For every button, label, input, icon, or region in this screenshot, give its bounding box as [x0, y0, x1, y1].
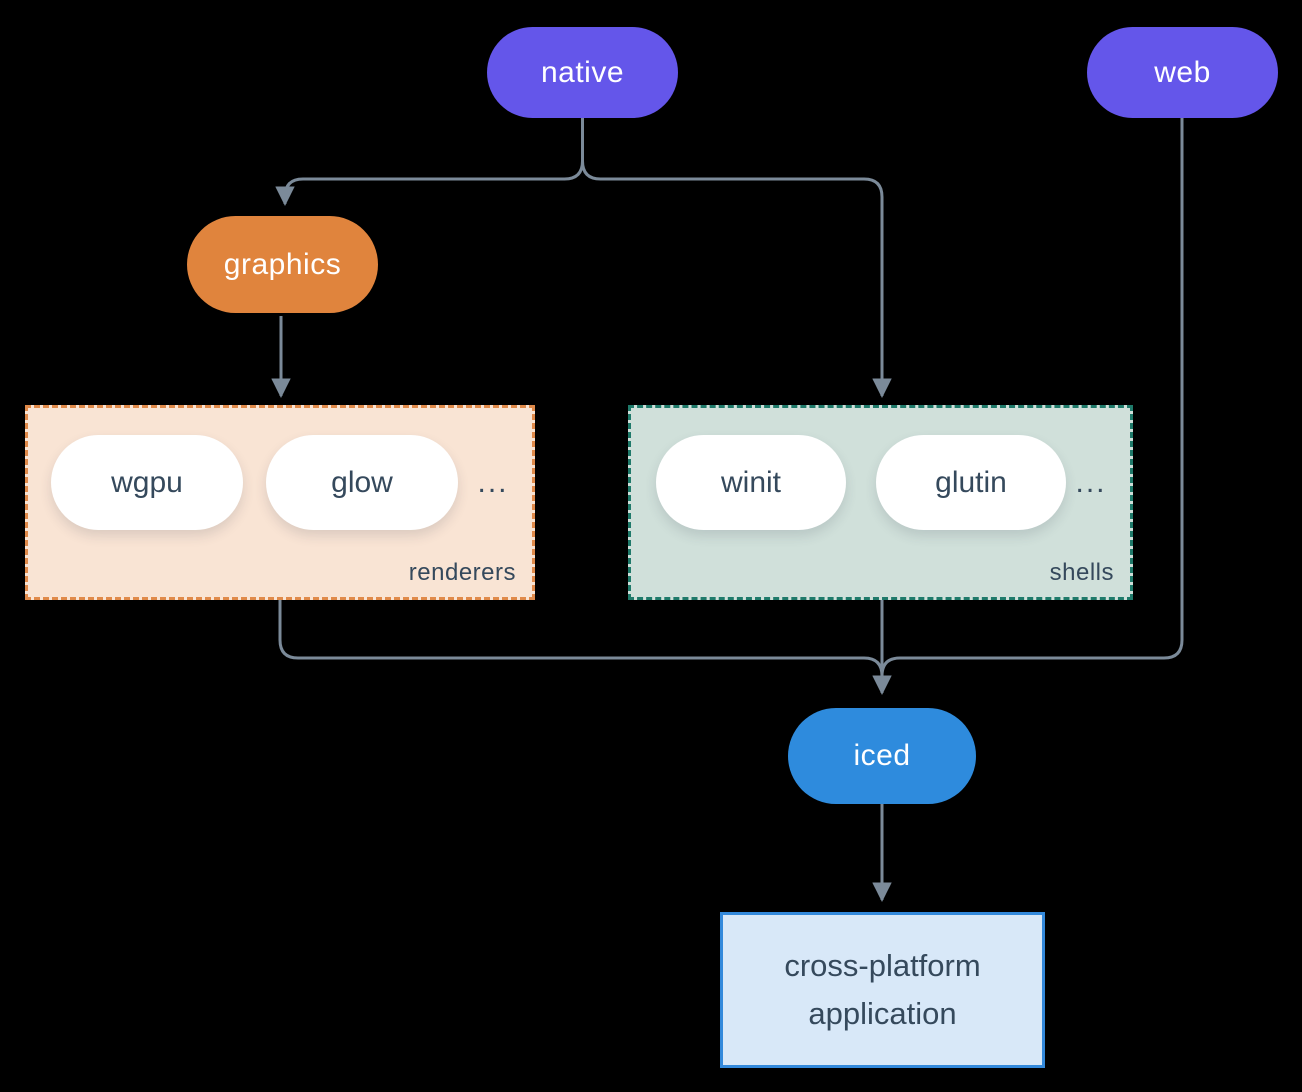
node-wgpu: wgpu	[51, 435, 243, 530]
shells-caption: shells	[1049, 559, 1114, 586]
node-cross-platform-application: cross-platform application	[720, 912, 1045, 1068]
group-shells: winit glutin ... shells	[628, 405, 1133, 600]
application-label-line2: application	[808, 996, 957, 1031]
connector-native-to-shells	[581, 160, 892, 398]
node-iced: iced	[788, 708, 976, 804]
shells-ellipsis: ...	[1075, 466, 1107, 499]
application-label-line1: cross-platform	[784, 948, 981, 983]
node-iced-label: iced	[853, 739, 911, 772]
node-native-label: native	[540, 55, 625, 89]
node-glutin: glutin	[876, 435, 1066, 530]
renderers-caption: renderers	[408, 559, 516, 586]
node-web-label: web	[1154, 55, 1211, 89]
node-wgpu-label: wgpu	[111, 465, 183, 499]
node-glow-label: glow	[331, 465, 393, 499]
renderers-ellipsis: ...	[477, 466, 509, 499]
group-renderers: wgpu glow ... renderers	[25, 405, 535, 600]
node-web: web	[1087, 27, 1278, 118]
node-glutin-label: glutin	[935, 465, 1007, 499]
node-winit-label: winit	[720, 465, 781, 499]
node-graphics: graphics	[187, 216, 378, 313]
connector-native-to-graphics	[275, 117, 584, 206]
node-winit: winit	[656, 435, 846, 530]
connector-renderers-to-merge	[278, 600, 884, 677]
node-native: native	[487, 27, 678, 118]
node-glow: glow	[266, 435, 458, 530]
node-graphics-label: graphics	[223, 247, 342, 281]
